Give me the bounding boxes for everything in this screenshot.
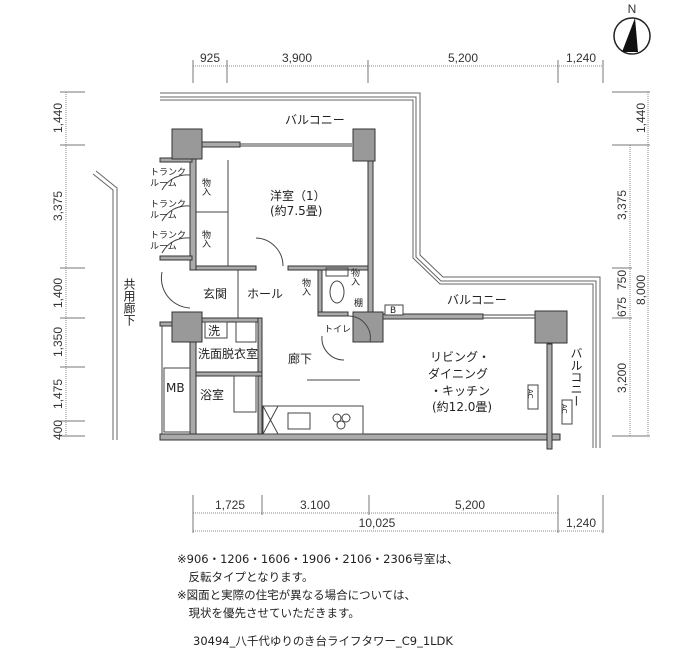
svg-text:3,375: 3,375 bbox=[51, 191, 65, 221]
svg-text:1,240: 1,240 bbox=[566, 516, 596, 530]
svg-text:B: B bbox=[390, 306, 396, 316]
right-dimensions: 1,440 3,375 750 675 3,200 8,000 bbox=[612, 91, 650, 437]
svg-text:MB: MB bbox=[166, 381, 185, 395]
svg-text:トランク: トランク bbox=[150, 199, 186, 210]
svg-text:・キッチン: ・キッチン bbox=[430, 384, 490, 398]
svg-text:1,400: 1,400 bbox=[51, 278, 65, 308]
svg-text:トイレ: トイレ bbox=[324, 325, 351, 335]
svg-text:※図面と実際の住宅が異なる場合については、: ※図面と実際の住宅が異なる場合については、 bbox=[177, 588, 416, 602]
svg-text:1,440: 1,440 bbox=[634, 103, 648, 133]
svg-text:物入: 物入 bbox=[300, 277, 311, 296]
common-corridor-label: 共用廊下 bbox=[122, 278, 136, 326]
svg-text:ルーム: ルーム bbox=[150, 178, 177, 189]
svg-text:リビング・: リビング・ bbox=[430, 350, 490, 364]
north-compass-icon: N bbox=[613, 2, 651, 55]
svg-text:ダイニング: ダイニング bbox=[428, 366, 488, 381]
svg-text:現状を優先させていただきます。: 現状を優先させていただきます。 bbox=[177, 606, 360, 620]
structural-columns bbox=[171, 128, 568, 344]
balcony-railing bbox=[92, 92, 601, 448]
left-dimensions: 1,440 3,375 1,400 1,350 1,475 400 bbox=[51, 91, 85, 440]
svg-text:物入: 物入 bbox=[349, 267, 360, 286]
svg-text:トランク: トランク bbox=[150, 230, 186, 241]
top-dimensions: 925 3,900 5,200 1,240 bbox=[192, 51, 604, 83]
western-room-label: 洋室（1） bbox=[270, 188, 326, 203]
svg-text:8,000: 8,000 bbox=[634, 275, 648, 305]
svg-text:ルーム: ルーム bbox=[150, 241, 177, 252]
svg-text:(約12.0畳): (約12.0畳) bbox=[432, 399, 492, 414]
svg-text:3,900: 3,900 bbox=[282, 51, 312, 65]
svg-text:トランク: トランク bbox=[150, 167, 186, 178]
svg-text:675: 675 bbox=[615, 297, 629, 317]
svg-text:N: N bbox=[628, 2, 637, 16]
svg-text:5,200: 5,200 bbox=[448, 51, 478, 65]
svg-text:物入: 物入 bbox=[200, 229, 211, 248]
walls bbox=[159, 141, 561, 450]
svg-text:925: 925 bbox=[200, 51, 220, 65]
svg-text:1,725: 1,725 bbox=[215, 498, 245, 512]
svg-text:物入: 物入 bbox=[200, 177, 211, 196]
bottom-dimensions: 1,725 3.100 5,200 10,025 1,240 bbox=[192, 495, 604, 533]
western-room-size: (約7.5畳) bbox=[270, 203, 322, 218]
svg-text:反転タイプとなります。: 反転タイプとなります。 bbox=[177, 570, 314, 584]
svg-text:廊下: 廊下 bbox=[288, 351, 312, 366]
balcony-top-label: バルコニー bbox=[285, 113, 345, 127]
svg-text:1,440: 1,440 bbox=[51, 103, 65, 133]
doors bbox=[160, 174, 371, 361]
svg-text:※906・1206・1606・1906・2106・2306号: ※906・1206・1606・1906・2106・2306号室は、 bbox=[177, 552, 458, 566]
svg-text:玄関: 玄関 bbox=[203, 286, 227, 301]
svg-text:ホール: ホール bbox=[247, 287, 283, 301]
svg-text:750: 750 bbox=[615, 270, 629, 290]
svg-text:洗面脱衣室: 洗面脱衣室 bbox=[198, 346, 258, 361]
svg-text:3,200: 3,200 bbox=[615, 363, 629, 393]
svg-text:3,375: 3,375 bbox=[615, 190, 629, 220]
svg-text:洗: 洗 bbox=[208, 324, 220, 338]
svg-text:ルーム: ルーム bbox=[150, 210, 177, 221]
svg-text:10,025: 10,025 bbox=[359, 516, 396, 530]
svg-text:1,350: 1,350 bbox=[51, 327, 65, 357]
svg-text:3.100: 3.100 bbox=[300, 498, 330, 512]
svg-text:1,240: 1,240 bbox=[566, 51, 596, 65]
notes: ※906・1206・1606・1906・2106・2306号室は、 反転タイプと… bbox=[177, 552, 458, 648]
balcony-right-label: バルコニー bbox=[569, 347, 583, 407]
caption: 30494_八千代ゆりのき台ライフタワー_C9_1LDK bbox=[193, 634, 453, 648]
svg-text:AC: AC bbox=[560, 404, 568, 414]
balcony-mid-label: バルコニー bbox=[447, 293, 507, 307]
svg-text:5,200: 5,200 bbox=[455, 498, 485, 512]
svg-text:1,475: 1,475 bbox=[51, 379, 65, 409]
svg-text:浴室: 浴室 bbox=[200, 387, 224, 402]
svg-text:AC: AC bbox=[526, 389, 534, 399]
room-labels: バルコニー バルコニー バルコニー 洋室（1） (約7.5畳) トランクルーム … bbox=[122, 113, 583, 433]
svg-text:400: 400 bbox=[51, 420, 65, 440]
svg-text:棚: 棚 bbox=[354, 297, 363, 309]
